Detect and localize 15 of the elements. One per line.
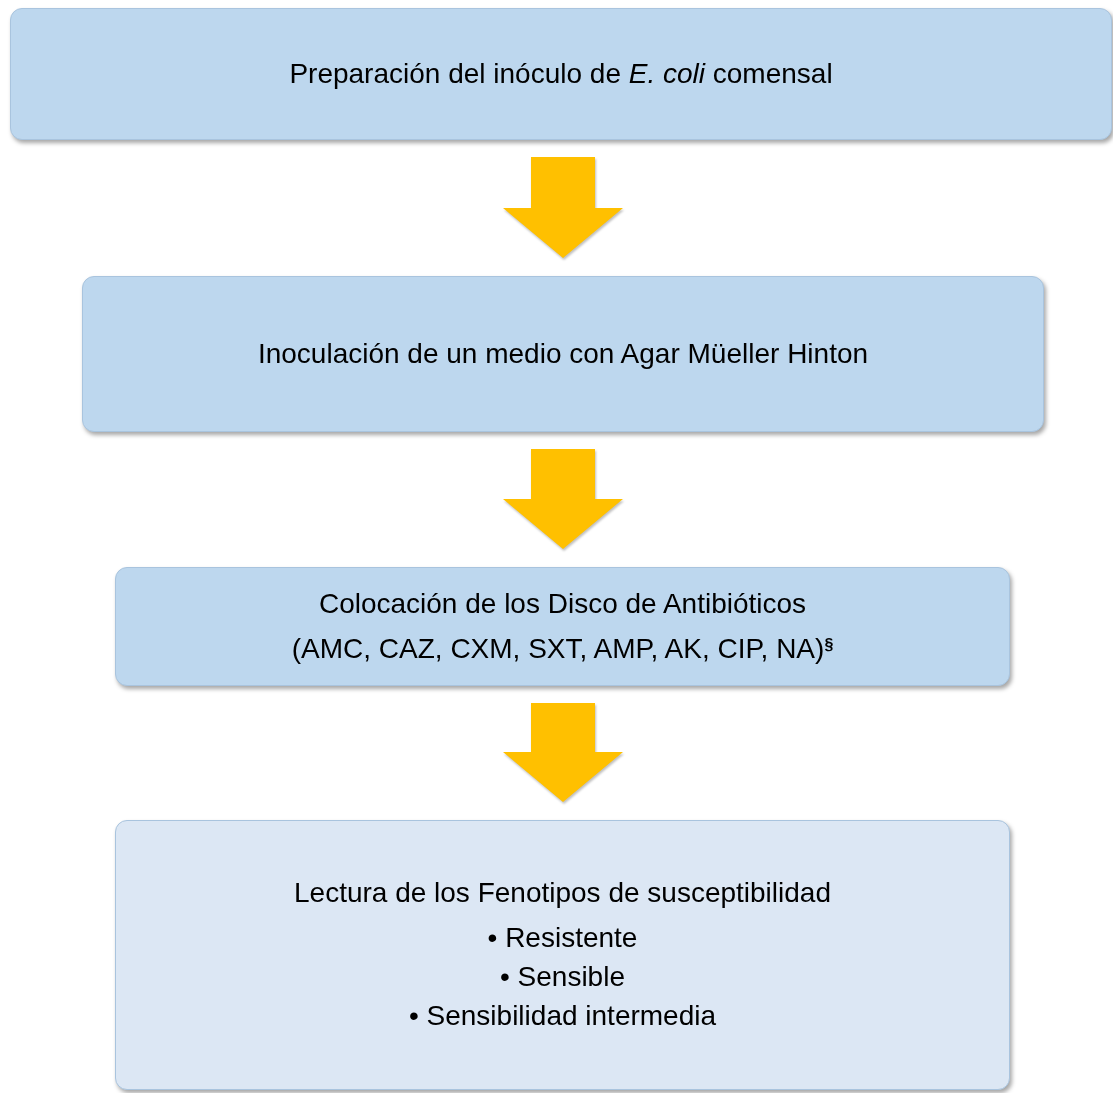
- box-text: Colocación de los Disco de Antibióticos: [318, 586, 807, 621]
- bullet-item: • Sensible: [500, 960, 625, 995]
- process-box: [82, 276, 1044, 432]
- box-heading: Lectura de los Fenotipos de susceptibilidad: [294, 876, 831, 911]
- box-text: Inoculación de un medio con Agar Müeller Hinton: [257, 336, 869, 371]
- process-box: [115, 567, 1010, 686]
- block-arrow: [503, 449, 623, 549]
- block-arrow: [503, 703, 623, 802]
- box-text: Preparación del inóculo de E. coli comensal: [289, 56, 833, 91]
- box-text: (AMC, CAZ, CXM, SXT, AMP, AK, CIP, NA)$^{§}$: [291, 631, 834, 666]
- process-box: [115, 820, 1010, 1090]
- process-box: [10, 8, 1112, 140]
- bullet-item: • Resistente: [487, 921, 638, 956]
- bullet-item: • Sensibilidad intermedia: [408, 999, 717, 1034]
- block-arrow: [503, 157, 623, 258]
